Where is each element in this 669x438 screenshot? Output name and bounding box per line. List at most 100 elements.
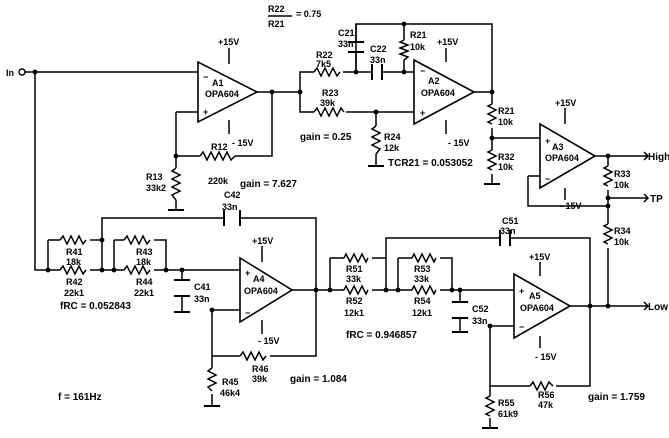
c51-ref: C51: [502, 216, 519, 226]
note-gain-a1: gain = 7.627: [240, 179, 297, 190]
resistor-r34: [602, 223, 614, 245]
r56-ref: R56: [538, 390, 555, 400]
r34-ref: R34: [614, 226, 631, 236]
op-amp-a4: + − A4 OPA604 +15V - 15V: [239, 236, 294, 346]
r33-val: 10k: [614, 180, 630, 190]
r45-ref: R45: [222, 377, 239, 387]
resistor-r23: [313, 106, 345, 118]
r21-top-val: 10k: [410, 42, 426, 52]
op-amp-a5: + − A5 OPA604 +15V - 15V: [513, 252, 572, 362]
resistor-r43: [123, 234, 151, 246]
r24-val: 12k: [384, 143, 400, 153]
a1-part: OPA604: [205, 89, 239, 99]
r21-div-ref: R21: [498, 106, 515, 116]
ratio-numerator: R22: [268, 4, 285, 14]
capacitors: [174, 41, 511, 319]
r12-ref: R12: [211, 142, 228, 152]
svg-text:+: +: [420, 108, 425, 118]
note-gain-a5: gain = 1.759: [588, 392, 645, 403]
c22-ref: C22: [370, 44, 387, 54]
capacitor-c42: [223, 210, 241, 226]
svg-text:−: −: [420, 66, 425, 76]
capacitor-c41: [174, 279, 190, 297]
a5-vpos: +15V: [529, 252, 550, 262]
resistor-r54: [411, 284, 437, 296]
resistor-r13: [170, 167, 182, 201]
label-high: High: [648, 152, 669, 163]
r43-ref: R43: [136, 247, 153, 257]
note-frc-a4: fRC = 0.052843: [60, 301, 131, 312]
c41-val: 33n: [194, 294, 210, 304]
capacitor-c51: [499, 230, 511, 246]
svg-text:+: +: [519, 286, 524, 296]
resistor-r21-divider: [486, 103, 498, 125]
resistor-r53: [411, 252, 437, 264]
r54-ref: R54: [414, 296, 431, 306]
r54-val: 12k1: [412, 308, 432, 318]
op-amp-a2: − + A2 OPA604 +15V - 15V: [413, 37, 476, 148]
resistor-r51: [343, 252, 369, 264]
component-labels: In High TP Low R22 R21 = 0.75 R13 33k2 R…: [6, 4, 669, 419]
r32-ref: R32: [498, 152, 515, 162]
op-amp-a1: − + A1 OPA604 +15V - 15V: [176, 37, 259, 148]
a5-vneg: - 15V: [535, 352, 557, 362]
r45-val: 46k4: [220, 388, 240, 398]
resistor-r41: [59, 234, 87, 246]
a2-vneg: - 15V: [448, 138, 470, 148]
resistor-r12: [199, 150, 236, 162]
r42-val: 22k1: [64, 288, 84, 298]
a4-vpos: +15V: [252, 236, 273, 246]
note-tcr21: TCR21 = 0.053052: [388, 158, 473, 169]
r44-ref: R44: [136, 277, 153, 287]
a3-name: A3: [552, 142, 564, 152]
r51-val: 33k: [346, 274, 362, 284]
a1-vpos: +15V: [218, 37, 239, 47]
note-gain-a4: gain = 1.084: [290, 374, 347, 385]
a5-name: A5: [529, 291, 541, 301]
r21-div-val: 10k: [498, 117, 514, 127]
svg-text:−: −: [203, 72, 208, 82]
r51-ref: R51: [346, 264, 363, 274]
c21-ref: C21: [338, 28, 355, 38]
resistor-r42: [59, 264, 87, 276]
r41-ref: R41: [66, 247, 83, 257]
r55-val: 61k9: [498, 409, 518, 419]
label-in: In: [6, 68, 14, 78]
r22-val: 7k5: [316, 59, 331, 69]
label-low: Low: [648, 302, 668, 313]
resistor-r21-top: [397, 39, 411, 61]
wiring: [22, 23, 640, 429]
label-tp: TP: [650, 194, 663, 205]
annotations: gain = 0.25 TCR21 = 0.053052 gain = 7.62…: [58, 132, 645, 403]
r32-val: 10k: [498, 162, 514, 172]
r52-val: 12k1: [344, 308, 364, 318]
a5-part: OPA604: [520, 303, 554, 313]
resistor-r52: [343, 284, 369, 296]
grounds: [168, 165, 500, 429]
resistor-r45: [206, 367, 218, 392]
c42-val: 33n: [222, 202, 238, 212]
a4-vneg: - 15V: [258, 336, 280, 346]
r12-val: 220k: [208, 176, 229, 186]
r43-val: 18k: [136, 257, 152, 267]
note-gain-a2: gain = 0.25: [300, 132, 352, 143]
r46-val: 39k: [252, 374, 268, 384]
capacitor-c21: [348, 41, 364, 53]
r33-ref: R33: [614, 169, 631, 179]
c41-ref: C41: [194, 282, 211, 292]
r24-ref: R24: [384, 132, 401, 142]
resistor-r33: [602, 165, 614, 187]
a1-name: A1: [212, 78, 224, 88]
resistor-r55: [484, 395, 496, 417]
r22-ref: R22: [316, 50, 333, 60]
capacitor-c52: [452, 301, 468, 319]
svg-text:+: +: [545, 136, 550, 146]
svg-text:+: +: [245, 268, 250, 278]
terminals: [18, 68, 650, 311]
note-frc-a5: fRC = 0.946857: [346, 330, 417, 341]
r55-ref: R55: [498, 398, 515, 408]
a2-part: OPA604: [421, 88, 455, 98]
a3-vneg: - 15V: [560, 201, 582, 211]
c42-ref: C42: [224, 190, 241, 200]
